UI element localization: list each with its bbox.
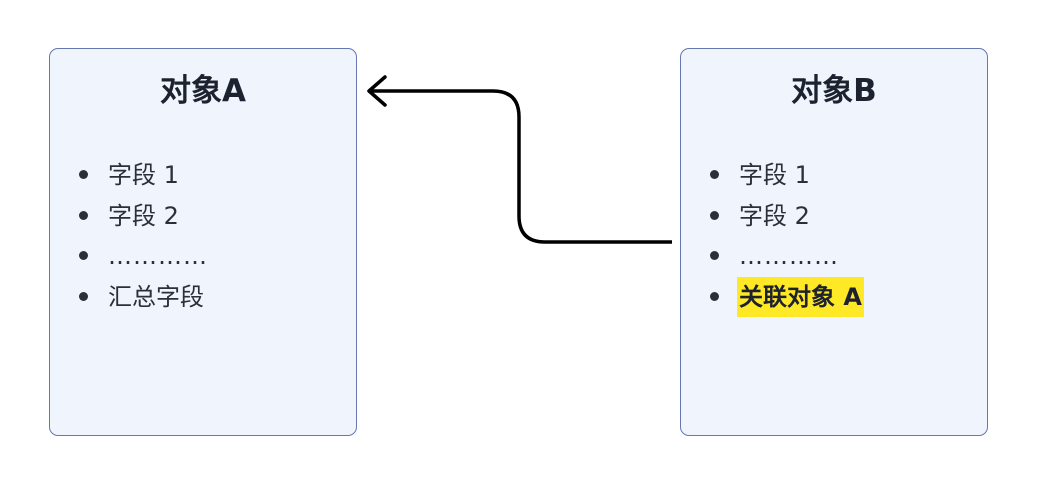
- bullet-icon: [710, 291, 719, 301]
- object-a-title: 对象A: [160, 73, 246, 109]
- list-item: 关联对象 A: [681, 276, 987, 318]
- field-label: 字段 2: [108, 201, 179, 230]
- list-item: …………: [50, 236, 356, 277]
- list-item: 汇总字段: [50, 277, 356, 318]
- arrowhead-icon: [367, 75, 387, 107]
- list-item: 字段 1: [681, 155, 987, 196]
- list-item: 字段 1: [50, 155, 356, 196]
- object-b-field-list: 字段 1 字段 2 ………… 关联对象 A: [681, 155, 987, 317]
- bullet-icon: [79, 210, 88, 220]
- field-label-summary: 汇总字段: [108, 282, 204, 311]
- bullet-icon: [79, 170, 88, 179]
- field-label-related-object: 关联对象 A: [737, 276, 864, 317]
- field-label: 字段 1: [108, 161, 179, 189]
- connector-line: [369, 89, 672, 244]
- field-label: 字段 1: [739, 161, 810, 189]
- object-b-title: 对象B: [791, 73, 877, 109]
- bullet-icon: [79, 251, 88, 260]
- list-item: 字段 2: [50, 196, 356, 237]
- field-label-ellipsis: …………: [108, 242, 208, 270]
- bullet-icon: [79, 291, 88, 301]
- bullet-icon: [710, 210, 719, 220]
- list-item: 字段 2: [681, 196, 987, 237]
- object-a-field-list: 字段 1 字段 2 ………… 汇总字段: [50, 155, 356, 317]
- bullet-icon: [710, 170, 719, 179]
- object-b-card: 对象B 字段 1 字段 2 ………… 关联对象 A: [680, 48, 988, 436]
- field-label-ellipsis: …………: [739, 242, 839, 270]
- bullet-icon: [710, 251, 719, 260]
- object-a-card: 对象A 字段 1 字段 2 ………… 汇总字段: [49, 48, 357, 436]
- field-label: 字段 2: [739, 201, 810, 230]
- list-item: …………: [681, 236, 987, 277]
